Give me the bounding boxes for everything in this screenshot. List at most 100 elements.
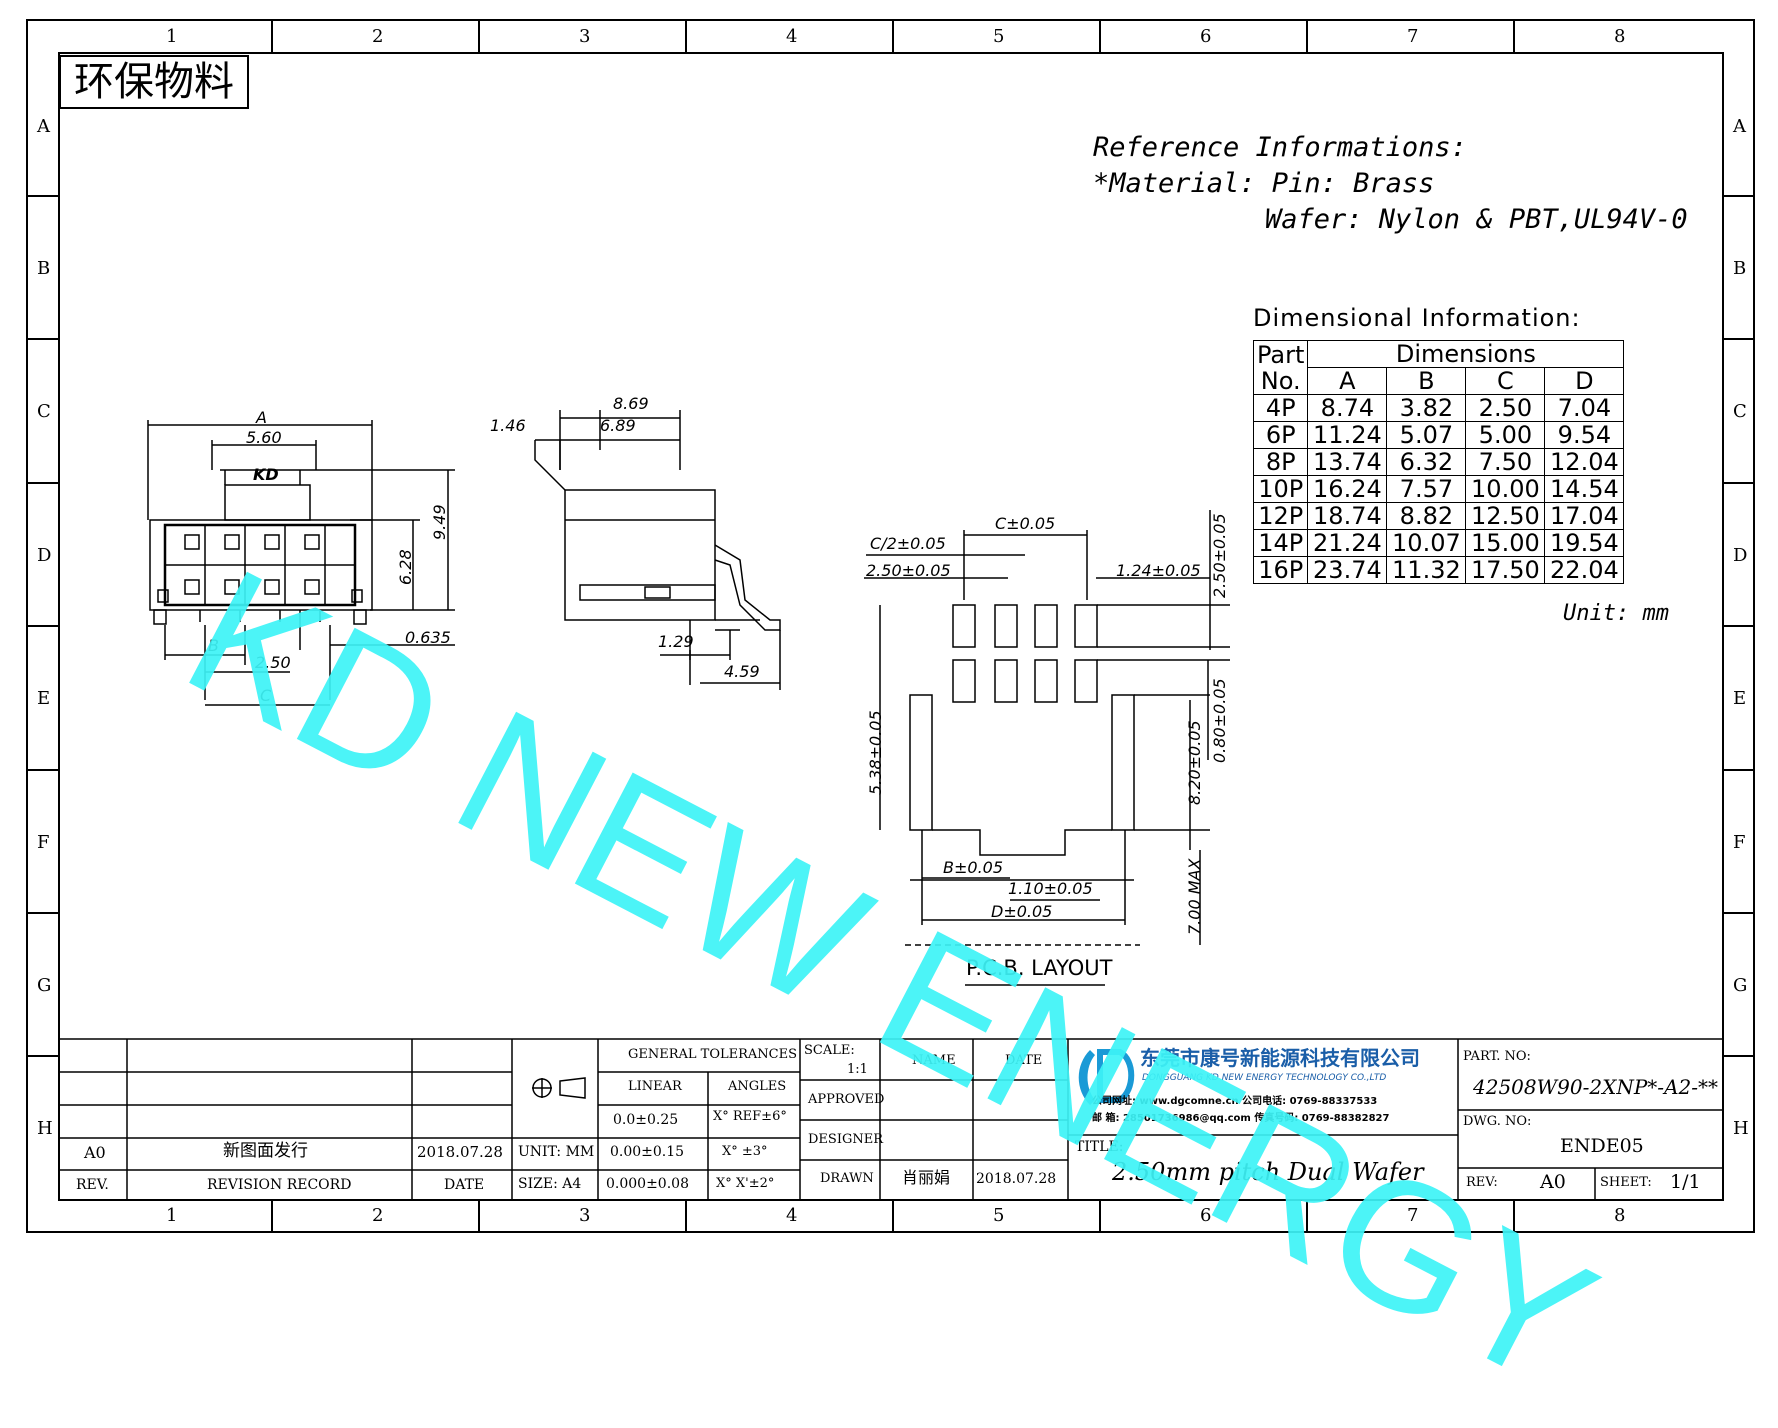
- zone-row-g: G: [37, 975, 52, 996]
- side-dim-689: 6.89: [600, 416, 636, 435]
- dimension-cell: 7.57: [1386, 475, 1467, 503]
- dimension-cell: 15.00: [1465, 529, 1546, 557]
- angle-tol-2: X° ±3°: [722, 1144, 768, 1159]
- title-label: TITLE:: [1075, 1139, 1124, 1155]
- linear-tol-2: 0.00±0.15: [610, 1144, 685, 1160]
- part-no-value: 42508W90-2XNP*-A2-**: [1473, 1075, 1718, 1099]
- dimension-cell: 17.04: [1544, 502, 1625, 530]
- part-header-line2: No.: [1260, 366, 1301, 395]
- part-number-cell: 8P: [1252, 448, 1309, 476]
- unit-mm: UNIT: MM: [518, 1144, 595, 1160]
- dimension-cell: 8.82: [1386, 502, 1467, 530]
- dimension-cell: 11.24: [1307, 421, 1388, 449]
- pcb-dim-pitch: 2.50±0.05: [866, 561, 951, 580]
- pcb-dim-080: 0.80±0.05: [1210, 678, 1229, 763]
- zone-col-5: 5: [993, 26, 1005, 47]
- company-contact-2: 邮 箱: 28501736986@qq.com 传真号码: 0769-88382…: [1092, 1113, 1390, 1124]
- dimension-cell: 18.74: [1307, 502, 1388, 530]
- pcb-dim-c-half: C/2±0.05: [870, 534, 946, 553]
- reference-wafer: Wafer: Nylon & PBT,UL94V-0: [1265, 204, 1688, 235]
- side-dim-869: 8.69: [613, 394, 649, 413]
- eco-material-stamp: 环保物料: [59, 55, 249, 109]
- dimension-cell: 9.54: [1544, 421, 1625, 449]
- front-dim-a: A: [256, 408, 267, 427]
- angle-tol-3: X° X'±2°: [716, 1176, 775, 1191]
- name-header: NAME: [912, 1053, 956, 1068]
- zone-col-6: 6: [1200, 26, 1212, 47]
- zone-col-8-bottom: 8: [1614, 1205, 1626, 1226]
- rev-date: 2018.07.28: [417, 1143, 503, 1161]
- dimension-cell: 3.82: [1386, 394, 1467, 422]
- pcb-dim-820: 8.20±0.05: [1185, 720, 1204, 805]
- rev-description: 新图面发行: [223, 1141, 308, 1161]
- header-date: DATE: [444, 1177, 485, 1193]
- dimension-cell: 17.50: [1465, 556, 1546, 584]
- dimension-cell: 22.04: [1544, 556, 1625, 584]
- zone-row-a-right: A: [1733, 116, 1746, 137]
- pcb-dim-538: 5.38±0.05: [866, 710, 885, 795]
- col-header-c: C: [1465, 367, 1546, 395]
- dimension-cell: 8.74: [1307, 394, 1388, 422]
- zone-col-2-bottom: 2: [372, 1205, 384, 1226]
- pcb-dim-700: 7.00 MAX: [1185, 858, 1204, 935]
- sheet-value: 1/1: [1670, 1171, 1701, 1193]
- front-dim-628: 6.28: [396, 549, 415, 585]
- drawn-label: DRAWN: [820, 1171, 874, 1186]
- header-rev: REV.: [76, 1177, 109, 1193]
- pcb-dim-d: D±0.05: [991, 902, 1053, 921]
- zone-col-2: 2: [372, 26, 384, 47]
- linear-tol-1: 0.0±0.25: [613, 1112, 679, 1128]
- zone-col-4-bottom: 4: [786, 1205, 798, 1226]
- zone-row-c-right: C: [1733, 401, 1747, 422]
- reference-heading: Reference Informations:: [1093, 132, 1467, 163]
- unit-label: Unit: mm: [1563, 601, 1669, 626]
- zone-row-f: F: [37, 832, 50, 853]
- zone-row-a: A: [37, 116, 50, 137]
- drawing-sheet: 环保物料 1 2 3 4 5 6 7 8 1 2 3 4 5 6 7 8 A B…: [26, 19, 1755, 1425]
- col-header-b: B: [1386, 367, 1467, 395]
- part-number-cell: 10P: [1252, 475, 1309, 503]
- company-contact-1: 公司网址: www.dgcomne.cn 公司电话: 0769-88337533: [1092, 1096, 1378, 1107]
- zone-col-5-bottom: 5: [993, 1205, 1005, 1226]
- zone-row-h: H: [37, 1118, 53, 1139]
- dimension-cell: 11.32: [1386, 556, 1467, 584]
- part-number-cell: 16P: [1252, 556, 1309, 584]
- angle-tol-1: X° REF±6°: [713, 1109, 787, 1124]
- part-number-cell: 12P: [1252, 502, 1309, 530]
- date-header: DATE: [1005, 1053, 1043, 1068]
- zone-row-f-right: F: [1733, 832, 1746, 853]
- col-header-a: A: [1307, 367, 1388, 395]
- dimension-cell: 23.74: [1307, 556, 1388, 584]
- part-header-line1: Part: [1257, 340, 1305, 369]
- pcb-dim-b: B±0.05: [943, 858, 1004, 877]
- pcb-layout-label: P.C.B. LAYOUT: [966, 956, 1113, 980]
- zone-col-7-bottom: 7: [1407, 1205, 1419, 1226]
- zone-row-e-right: E: [1733, 688, 1747, 709]
- linear-header: LINEAR: [628, 1079, 682, 1094]
- dimension-cell: 16.24: [1307, 475, 1388, 503]
- company-name-en: DONGGUANG KD NEW ENERGY TECHNOLOGY CO.,L…: [1142, 1073, 1387, 1083]
- zone-row-b: B: [37, 258, 51, 279]
- dimension-cell: 14.54: [1544, 475, 1625, 503]
- zone-col-4: 4: [786, 26, 798, 47]
- header-revision-record: REVISION RECORD: [207, 1177, 352, 1193]
- dimension-cell: 13.74: [1307, 448, 1388, 476]
- dimension-cell: 6.32: [1386, 448, 1467, 476]
- dimension-cell: 2.50: [1465, 394, 1546, 422]
- front-dim-949: 9.49: [430, 504, 449, 540]
- dimension-cell: 19.54: [1544, 529, 1625, 557]
- dwg-no-label: DWG. NO:: [1463, 1114, 1532, 1129]
- zone-col-7: 7: [1407, 26, 1419, 47]
- zone-row-h-right: H: [1733, 1118, 1749, 1139]
- dimension-cell: 10.00: [1465, 475, 1546, 503]
- dimension-cell: 5.00: [1465, 421, 1546, 449]
- front-dim-0635: 0.635: [405, 628, 451, 647]
- general-tolerances: GENERAL TOLERANCES: [628, 1047, 798, 1062]
